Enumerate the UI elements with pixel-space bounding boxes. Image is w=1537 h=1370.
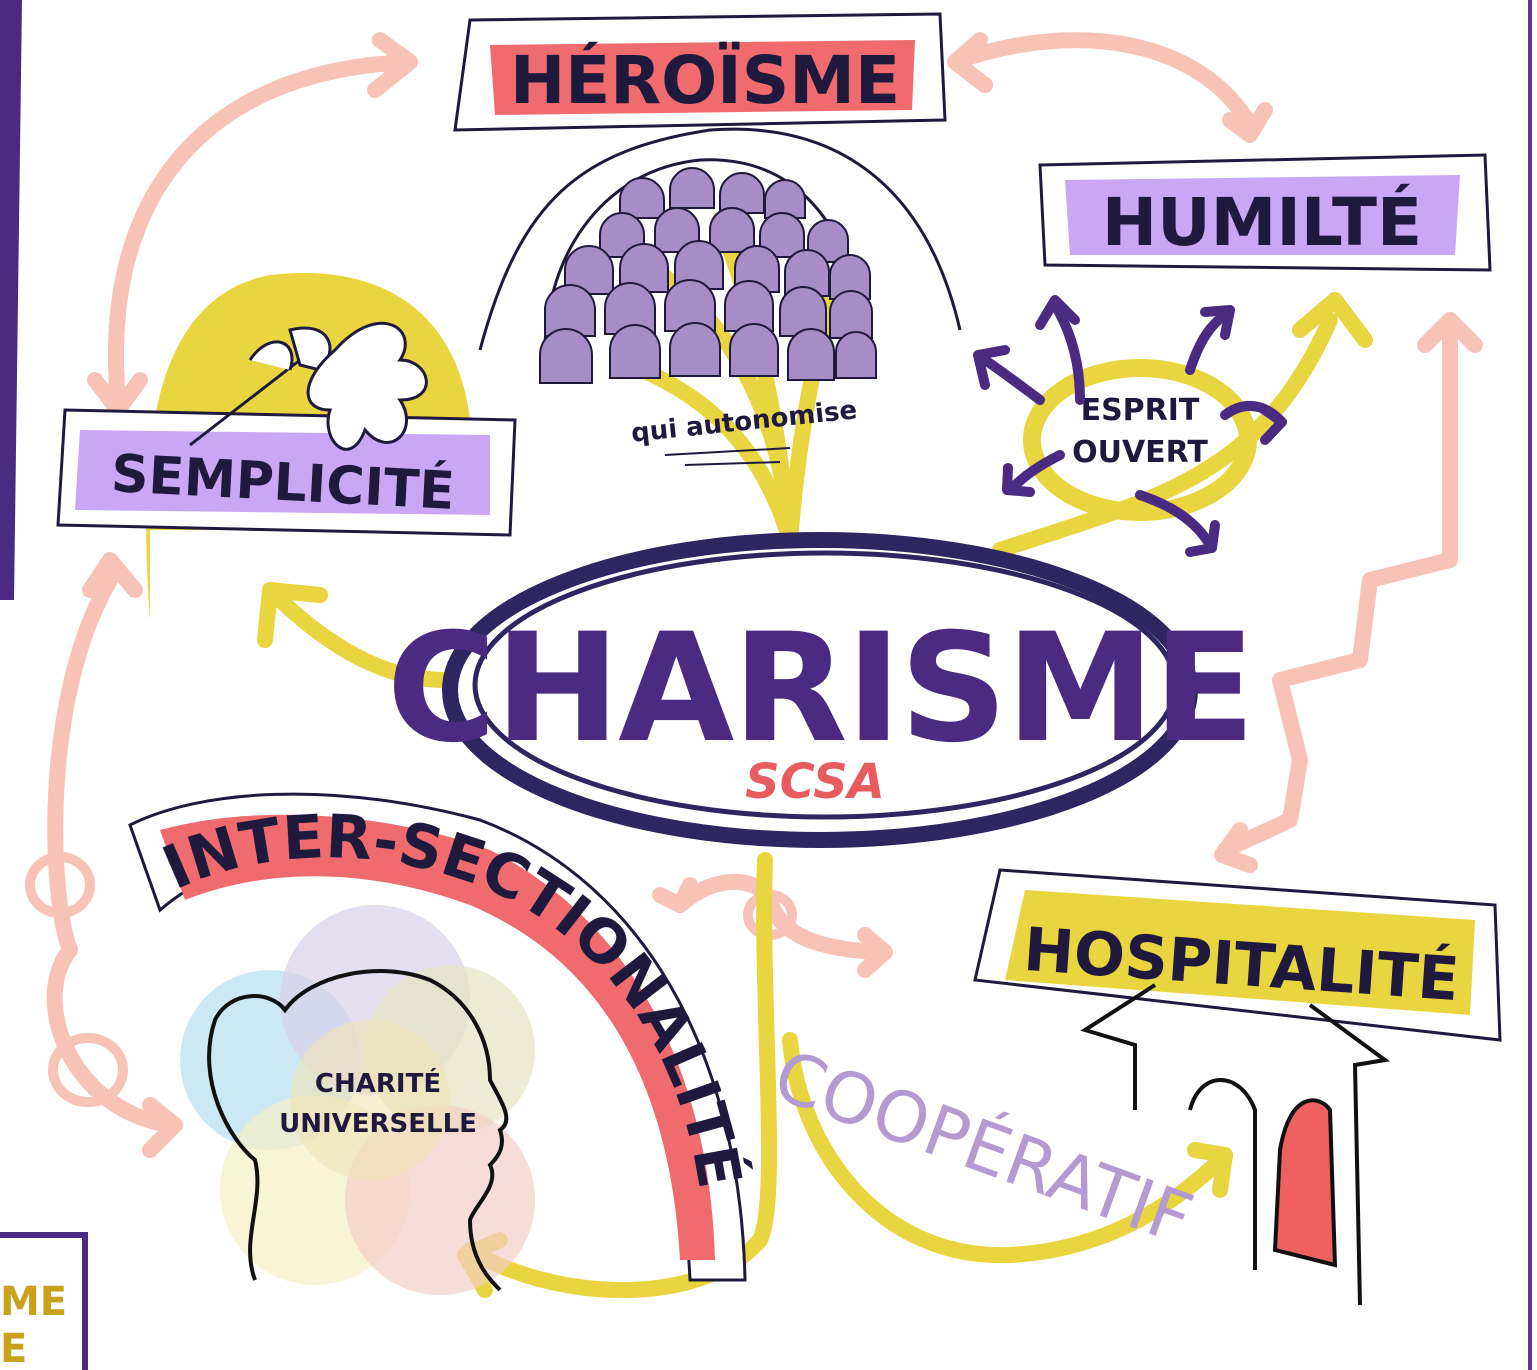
audience-seats [539, 167, 877, 384]
corner-logo-line2: E [0, 1326, 27, 1370]
semplicite-node: SEMPLICITÉ [56, 408, 517, 537]
esprit-ouvert-ring [1023, 359, 1257, 521]
esprit-line2: OUVERT [1072, 435, 1208, 470]
head-silhouette [207, 969, 509, 1292]
charite-line2: UNIVERSELLE [279, 1109, 477, 1139]
heroisme-node: HÉROÏSME [453, 12, 947, 132]
esprit-ouvert: ESPRIT OUVERT [973, 295, 1287, 557]
hospitalite-node: HOSPITALITÉ [973, 868, 1502, 1042]
charisme-title: CHARISME [387, 602, 1254, 776]
house-door-graphic [1080, 983, 1391, 1306]
corner-logo: ME E [0, 1232, 88, 1370]
amphitheater [478, 127, 962, 384]
left-side-bar [0, 0, 22, 600]
esprit-purple-arrows [973, 295, 1287, 557]
humilite-label: HUMILTÉ [1102, 183, 1422, 261]
heroisme-label: HÉROÏSME [510, 41, 900, 119]
esprit-line1: ESPRIT [1081, 393, 1200, 428]
autonomise-underline [664, 447, 791, 466]
lily-flower-icon [189, 321, 428, 451]
humilite-node: HUMILTÉ [1038, 153, 1492, 272]
charite-universelle-graphic: CHARITÉ UNIVERSELLE [180, 905, 535, 1295]
charite-line1: CHARITÉ [315, 1067, 441, 1099]
corner-logo-line1: ME [0, 1279, 67, 1325]
charisme-center: CHARISME SCSA [387, 532, 1255, 848]
scsa-subtitle: SCSA [745, 754, 885, 810]
